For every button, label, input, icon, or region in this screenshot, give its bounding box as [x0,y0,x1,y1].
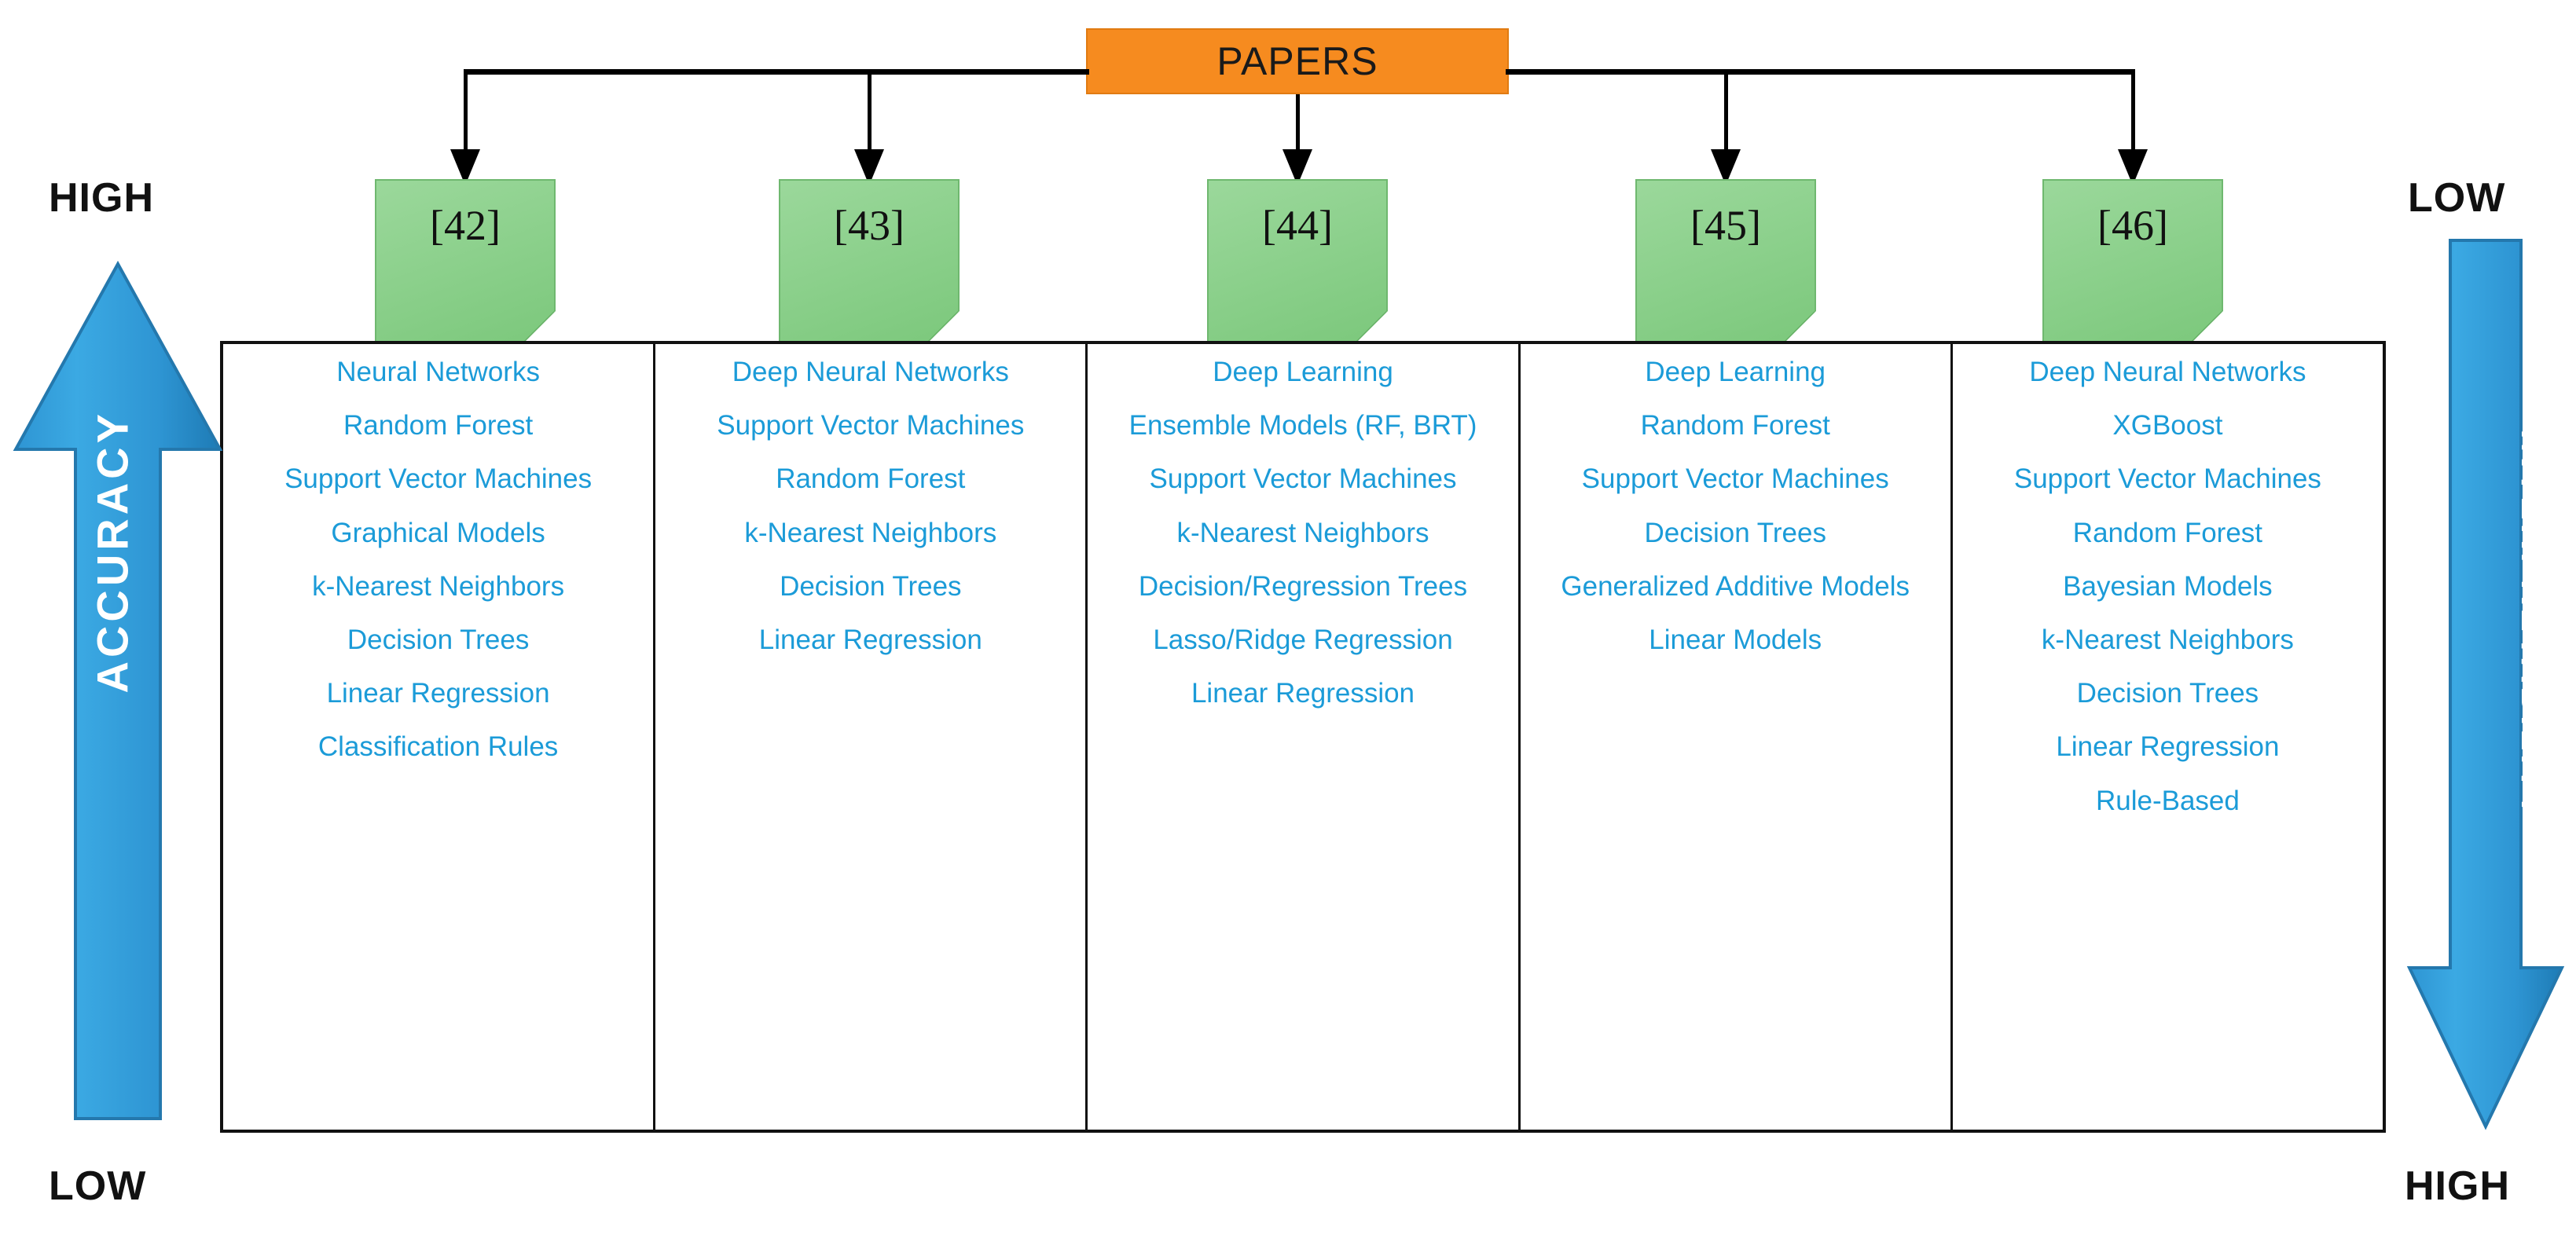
list-item: Classification Rules [317,731,559,763]
list-item: Neural Networks [336,357,540,387]
connector-drop-5 [2131,69,2135,156]
list-item: Linear Models [1649,624,1822,655]
accuracy-up-arrow-icon [13,260,223,1120]
list-item: k-Nearest Neighbors [744,517,997,548]
reference-note-42-label: [42] [430,202,501,249]
note-fold-icon [1356,311,1388,342]
list-item: Support Vector Machines [2013,463,2321,495]
list-item: Decision Trees [2076,678,2259,709]
reference-note-44[interactable]: [44] [1207,179,1388,342]
list-item: k-Nearest Neighbors [1176,517,1429,548]
list-item: Support Vector Machines [1149,463,1457,495]
methods-table: Neural Networks Random Forest Support Ve… [220,341,2386,1133]
connector-drop-2 [868,69,872,156]
list-item: XGBoost [2112,410,2223,441]
list-item: Bayesian Models [2063,570,2273,602]
methods-column-42: Neural Networks Random Forest Support Ve… [223,344,656,1130]
connector-drop-3 [1296,94,1300,157]
note-fold-icon [928,311,960,342]
note-fold-icon [2192,311,2223,342]
list-item: Linear Regression [326,678,550,709]
list-item: Linear Regression [1191,678,1415,709]
reference-note-45-label: [45] [1690,202,1761,249]
left-axis-bottom-label: LOW [49,1163,147,1209]
list-item: k-Nearest Neighbors [312,570,565,602]
list-item: Random Forest [343,410,534,441]
list-item: Graphical Models [331,517,545,548]
list-item: Deep Neural Networks [732,357,1009,387]
list-item: Deep Learning [1645,357,1826,387]
methods-column-45: Deep Learning Random Forest Support Vect… [1521,344,1953,1130]
methods-column-43: Deep Neural Networks Support Vector Mach… [655,344,1088,1130]
reference-note-43[interactable]: [43] [779,179,960,342]
connector-drop-4 [1724,69,1728,156]
reference-note-45[interactable]: [45] [1635,179,1816,342]
reference-note-46-label: [46] [2097,202,2168,249]
note-fold-icon [524,311,556,342]
list-item: Generalized Additive Models [1561,570,1910,602]
reference-note-43-label: [43] [834,202,905,249]
list-item: Linear Regression [758,624,982,655]
right-axis-top-label: LOW [2408,175,2506,221]
note-fold-icon [1785,311,1816,342]
methods-column-44: Deep Learning Ensemble Models (RF, BRT) … [1088,344,1521,1130]
list-item: Support Vector Machines [1581,463,1889,495]
papers-root-label: PAPERS [1216,39,1378,83]
reference-note-46[interactable]: [46] [2042,179,2223,342]
list-item: Random Forest [776,463,966,495]
list-item: Lasso/Ridge Regression [1153,624,1453,655]
list-item: Linear Regression [2056,731,2280,763]
list-item: Support Vector Machines [284,463,593,495]
connector-drop-1 [464,69,468,156]
methods-column-46: Deep Neural Networks XGBoost Support Vec… [1953,344,2383,1130]
list-item: Rule-Based [2095,785,2240,816]
interpretability-down-arrow-icon [2406,239,2565,1130]
left-axis-title: ACCURACY [87,410,138,694]
list-item: Support Vector Machines [717,410,1025,441]
reference-note-42[interactable]: [42] [375,179,556,342]
left-axis-top-label: HIGH [49,175,154,221]
list-item: k-Nearest Neighbors [2041,624,2294,655]
list-item: Decision Trees [780,570,962,602]
reference-note-44-label: [44] [1262,202,1333,249]
connector-trunk-left [464,69,1089,75]
papers-root-node[interactable]: PAPERS [1086,28,1509,94]
list-item: Random Forest [1640,410,1830,441]
connector-trunk-right [1506,69,2134,75]
right-axis-bottom-label: HIGH [2405,1163,2510,1209]
right-axis-title: INTERPRETABILITY [2514,429,2552,820]
list-item: Decision Trees [347,624,530,655]
list-item: Deep Neural Networks [2029,357,2306,387]
list-item: Decision/Regression Trees [1138,570,1468,602]
list-item: Random Forest [2072,517,2263,548]
list-item: Deep Learning [1213,357,1393,387]
list-item: Decision Trees [1644,517,1826,548]
list-item: Ensemble Models (RF, BRT) [1128,410,1477,441]
